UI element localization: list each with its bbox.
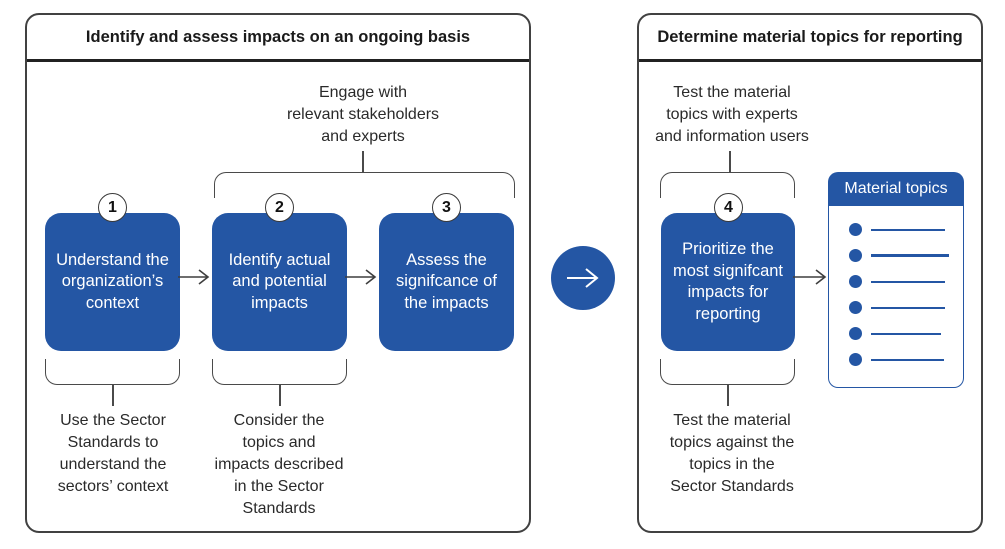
right-panel-title: Determine material topics for reporting — [639, 15, 981, 62]
bullet-icon — [849, 275, 862, 288]
right-panel-body: Test the material topics with experts an… — [639, 62, 981, 528]
bullet-icon — [849, 249, 862, 262]
engage-stem-line — [362, 151, 364, 172]
sector-note-bracket-2 — [212, 359, 347, 385]
step-number-1: 1 — [98, 193, 127, 222]
test-experts-stem — [729, 151, 731, 172]
engage-note: Engage with relevant stakeholders and ex… — [286, 84, 440, 145]
sector-note-1: Use the Sector Standards to understand t… — [57, 412, 169, 495]
arrow-right-icon — [793, 269, 827, 285]
left-panel-body: Engage with relevant stakeholders and ex… — [27, 62, 529, 528]
step-number-2: 2 — [265, 193, 294, 222]
material-topics-list — [828, 206, 964, 388]
step-label-2: Identify actual and potential impacts — [228, 250, 331, 312]
step-box-1: Understand the organization’s context — [45, 213, 180, 351]
test-standards-stem — [727, 385, 729, 406]
sector-note-stem-1 — [112, 385, 114, 406]
arrow-right-icon — [345, 269, 377, 285]
right-panel: Determine material topics for reporting … — [637, 13, 983, 533]
sector-note-bracket-1 — [45, 359, 180, 385]
step4-top-bracket — [660, 172, 795, 198]
bullet-icon — [849, 301, 862, 314]
step-number-3: 3 — [432, 193, 461, 222]
sector-note-2: Consider the topics and impacts describe… — [214, 412, 344, 517]
topic-placeholder-line — [871, 358, 944, 361]
material-topic-item — [829, 327, 963, 340]
bullet-icon — [849, 353, 862, 366]
step-number-4: 4 — [714, 193, 743, 222]
topic-placeholder-line — [871, 306, 945, 309]
bullet-icon — [849, 223, 862, 236]
arrow-right-icon — [567, 268, 599, 288]
bullet-icon — [849, 327, 862, 340]
flow-connector-circle — [551, 246, 615, 310]
engage-bracket — [214, 172, 515, 198]
topic-placeholder-line — [871, 254, 949, 257]
material-topic-item — [829, 249, 963, 262]
material-topic-item — [829, 275, 963, 288]
topic-placeholder-line — [871, 280, 945, 283]
step-box-4: Prioritize the most signifcant impacts f… — [661, 213, 795, 351]
topic-placeholder-line — [871, 332, 941, 335]
topic-placeholder-line — [871, 228, 945, 231]
material-topics-card: Material topics — [828, 172, 964, 388]
step-label-3: Assess the signifcance of the impacts — [396, 250, 497, 312]
step4-bottom-bracket — [660, 359, 795, 385]
left-panel-title: Identify and assess impacts on an ongoin… — [27, 15, 529, 62]
test-standards-note: Test the material topics against the top… — [669, 412, 795, 495]
left-panel: Identify and assess impacts on an ongoin… — [25, 13, 531, 533]
material-topics-header: Material topics — [828, 172, 964, 206]
arrow-right-icon — [178, 269, 210, 285]
material-topic-item — [829, 301, 963, 314]
sector-note-stem-2 — [279, 385, 281, 406]
step-label-1: Understand the organization’s context — [56, 250, 169, 312]
test-experts-note: Test the material topics with experts an… — [655, 84, 809, 145]
material-topic-item — [829, 223, 963, 236]
step-box-2: Identify actual and potential impacts — [212, 213, 347, 351]
step-box-3: Assess the signifcance of the impacts — [379, 213, 514, 351]
material-topic-item — [829, 353, 963, 366]
step-label-4: Prioritize the most signifcant impacts f… — [672, 240, 784, 323]
